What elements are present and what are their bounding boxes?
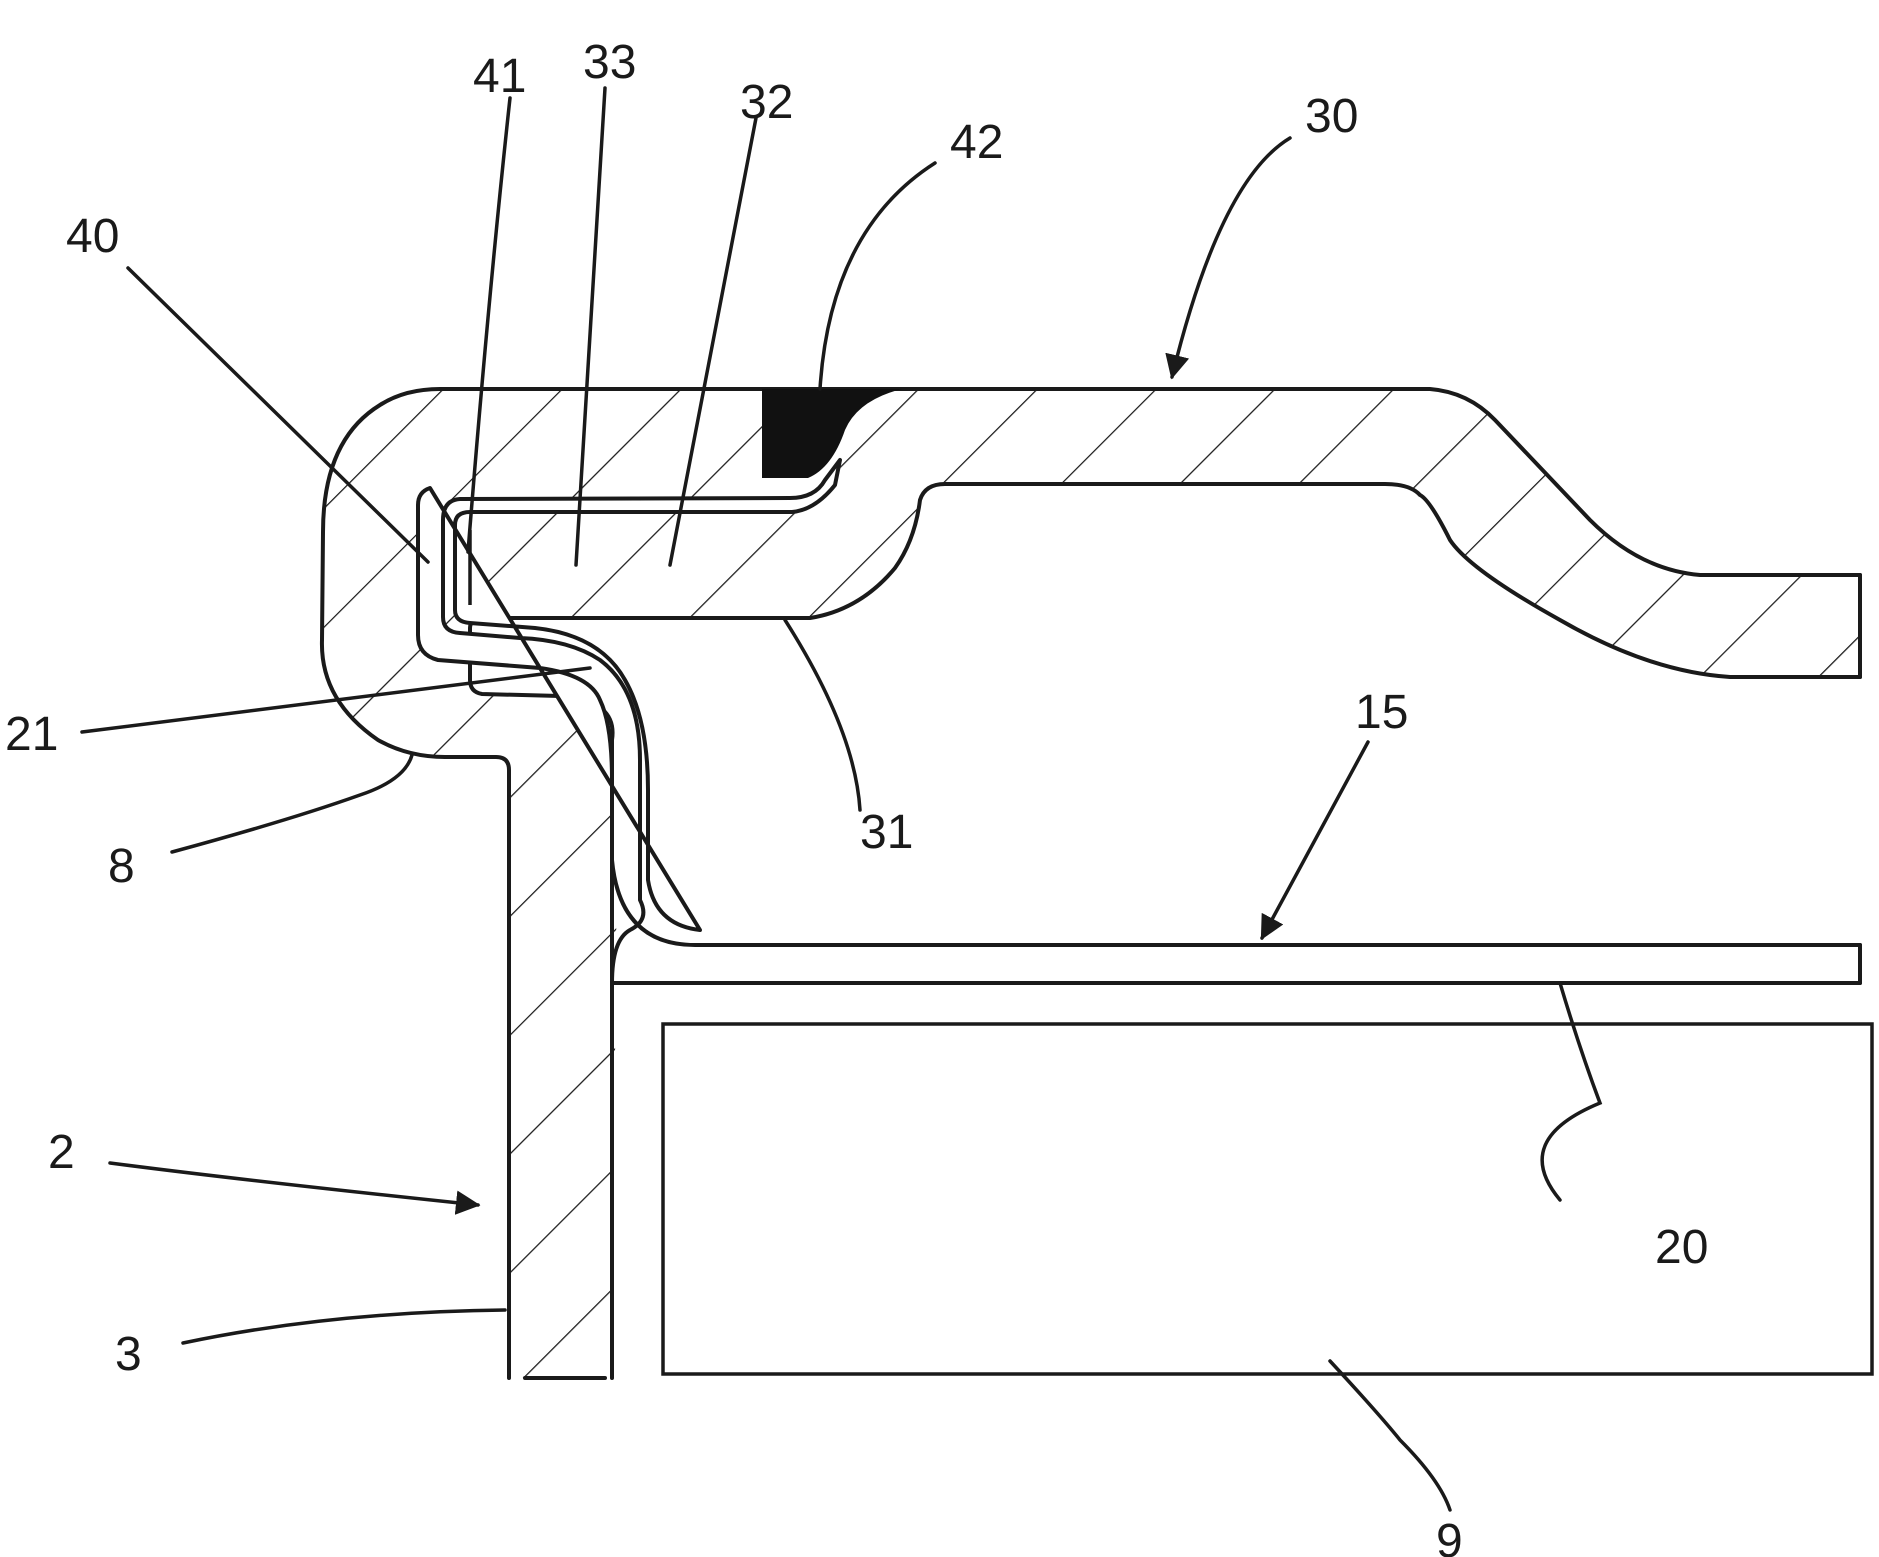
label-9: 9 [1436,1515,1463,1557]
wall-3-outer [445,757,509,1378]
label-8: 8 [108,840,135,893]
label-20: 20 [1655,1221,1708,1274]
leader-3 [183,1310,505,1343]
leader-2 [110,1163,478,1205]
label-33: 33 [583,36,636,89]
leader-42 [820,163,935,389]
block-9 [663,1024,1872,1374]
leader-31 [785,620,860,810]
label-32: 32 [740,76,793,129]
leader-20 [1542,983,1600,1200]
container-wall-3 [322,389,1860,1378]
leader-9 [1330,1361,1450,1510]
label-31: 31 [860,806,913,859]
label-15: 15 [1355,686,1408,739]
label-30: 30 [1305,90,1358,143]
label-41: 41 [473,50,526,103]
label-2: 2 [48,1126,75,1179]
leader-8 [172,755,412,852]
label-3: 3 [115,1328,142,1381]
label-42: 42 [950,116,1003,169]
label-21: 21 [5,708,58,761]
label-40: 40 [66,210,119,263]
leader-15 [1262,742,1368,938]
leader-30 [1172,138,1290,377]
